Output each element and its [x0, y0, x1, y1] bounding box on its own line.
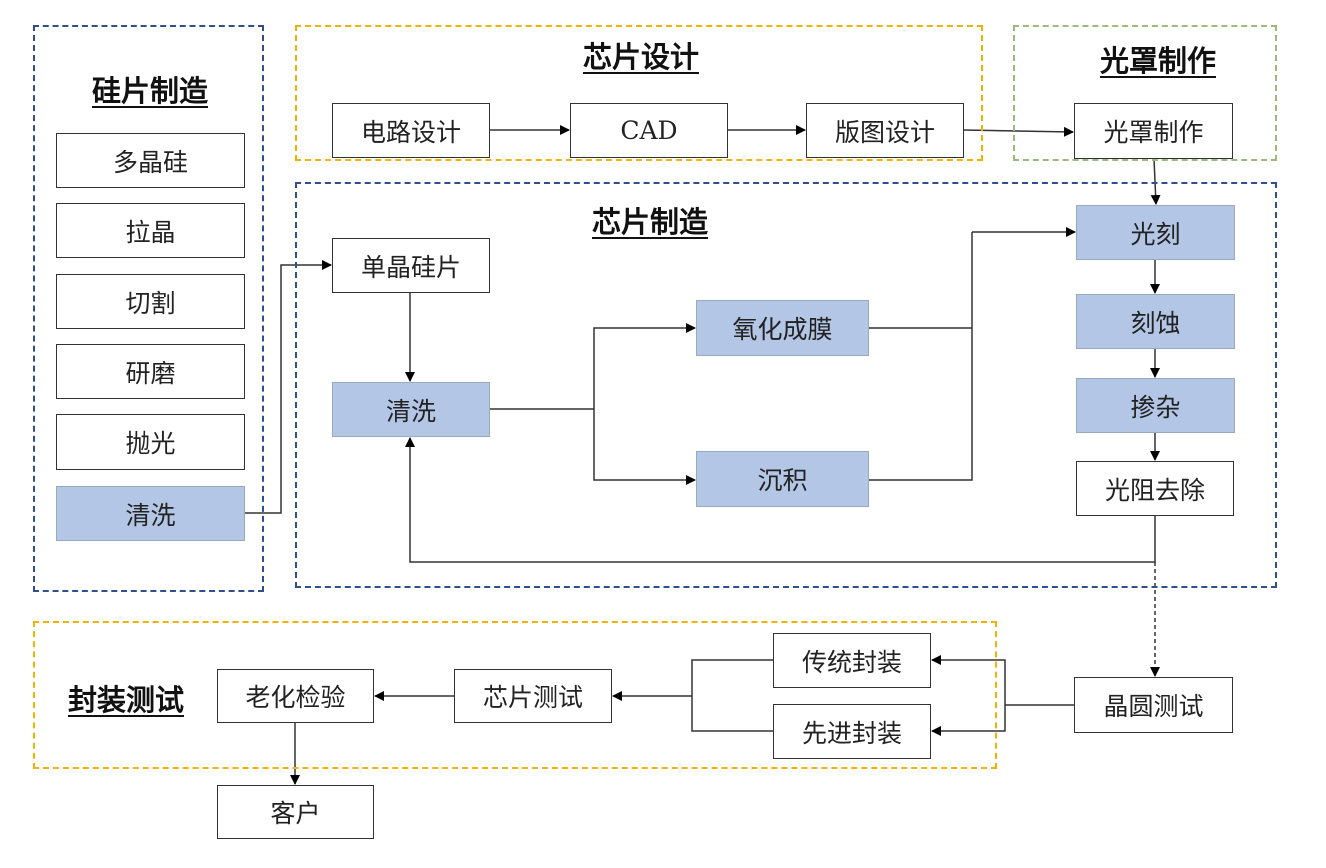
- step-lithography: 光刻: [1076, 205, 1235, 260]
- step-mask-making: 光罩制作: [1074, 103, 1233, 159]
- step-deposition: 沉积: [696, 451, 869, 507]
- title-wafer: 硅片制造: [91, 74, 209, 108]
- step-cad: CAD: [570, 103, 728, 158]
- step-wafer-test: 晶圆测试: [1074, 677, 1233, 733]
- step-fab-cleaning: 清洗: [332, 382, 490, 437]
- title-mask: 光罩制作: [1099, 44, 1217, 78]
- step-layout-design: 版图设计: [806, 103, 964, 158]
- step-circuit-design: 电路设计: [332, 103, 490, 158]
- step-customer: 客户: [217, 785, 374, 839]
- title-fab: 芯片制造: [591, 205, 709, 239]
- step-advanced-packaging: 先进封装: [773, 704, 931, 759]
- title-package: 封装测试: [67, 683, 185, 717]
- step-chip-test: 芯片测试: [454, 669, 612, 723]
- step-traditional-packaging: 传统封装: [773, 633, 931, 688]
- group-design: [295, 25, 983, 161]
- arrow-mask-to-litho: [1150, 158, 1161, 205]
- step-oxidation: 氧化成膜: [696, 300, 869, 356]
- step-polysilicon: 多晶硅: [56, 133, 245, 188]
- step-single-crystal-wafer: 单晶硅片: [332, 238, 490, 293]
- group-mask: [1013, 25, 1277, 161]
- arrow-to-advanced: [931, 705, 1006, 736]
- step-photoresist-removal: 光阻去除: [1076, 461, 1234, 516]
- group-package: [33, 621, 997, 769]
- step-doping: 掺杂: [1076, 378, 1235, 433]
- step-cutting: 切割: [56, 274, 245, 329]
- arrow-to-traditional: [931, 655, 1006, 705]
- group-fab: [295, 182, 1277, 588]
- step-aging-inspection: 老化检验: [217, 669, 374, 723]
- step-etching: 刻蚀: [1076, 294, 1235, 349]
- title-design: 芯片设计: [582, 40, 700, 74]
- arrow-to-deposition: [593, 409, 696, 485]
- group-wafer: [33, 25, 264, 592]
- line-deposition-out: [869, 232, 973, 481]
- step-grinding: 研磨: [56, 344, 245, 399]
- step-polishing: 抛光: [56, 414, 245, 470]
- arrow-loop-to-clean: [405, 437, 1156, 563]
- arrow-to-oxidation: [593, 323, 696, 409]
- step-crystal-pulling: 拉晶: [56, 203, 245, 258]
- step-wafer-cleaning: 清洗: [56, 486, 245, 541]
